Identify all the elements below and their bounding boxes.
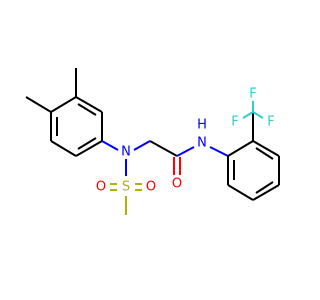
molecule-structure: N S O O O N H F F F — [25, 68, 280, 215]
bond — [252, 184, 280, 201]
atom-f-left: F — [231, 115, 238, 130]
atom-o-sulfonyl-left: O — [96, 180, 106, 195]
atom-h-amide: H — [197, 118, 207, 133]
atom-o-sulfonyl-right: O — [146, 180, 156, 195]
bond-c-f — [252, 111, 264, 119]
double-bond-inner — [255, 147, 274, 160]
double-bond-inner — [77, 103, 97, 116]
atom-o-carbonyl: O — [172, 177, 182, 192]
bond — [227, 184, 254, 201]
dimethylphenyl-ring — [50, 96, 103, 157]
atom-n-sulfonamide: N — [121, 145, 131, 160]
double-bond-inner — [77, 137, 97, 150]
atom-f-top: F — [249, 87, 256, 102]
double-bond-inner — [255, 181, 274, 194]
bond-n-ch2 — [133, 140, 151, 151]
trifluoromethylphenyl-ring — [227, 140, 280, 201]
atom-f-right: F — [267, 115, 274, 130]
bond — [252, 140, 280, 157]
atom-n-amide: N — [197, 136, 207, 151]
methyl-bond-4 — [25, 96, 52, 113]
bond — [227, 140, 254, 157]
bond — [75, 140, 103, 157]
bond — [50, 96, 77, 113]
bond-aryl-n — [101, 140, 119, 151]
bond-co-nh — [176, 146, 195, 157]
bond — [50, 140, 77, 157]
atom-s-sulfonyl: S — [122, 180, 130, 195]
bond — [75, 96, 103, 113]
bond-nh-aryl — [209, 146, 229, 157]
bond-ch2-co — [149, 140, 178, 157]
bond-c-f — [242, 111, 254, 119]
